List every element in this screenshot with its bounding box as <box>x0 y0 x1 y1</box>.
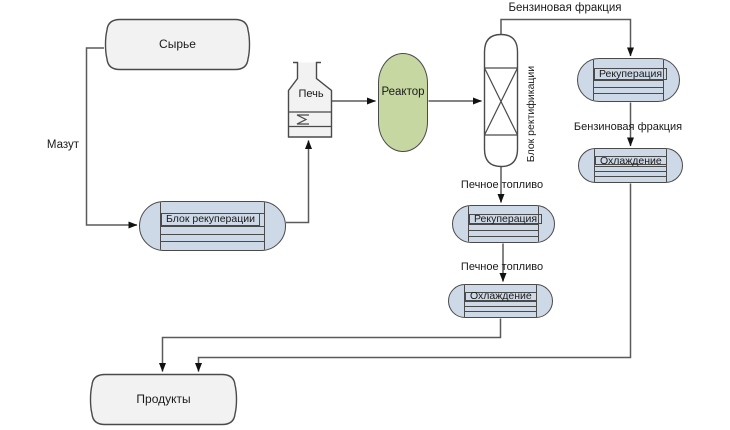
mazut-stream-label: Мазут <box>46 139 80 151</box>
connector-cooling-middle-to-products <box>159 318 502 372</box>
reactor-vessel: Реактор <box>378 53 428 152</box>
furnace-fuel-label-lower: Печное топливо <box>460 261 544 273</box>
recuperation-right-exchanger: Рекуперация <box>577 58 680 102</box>
recuperation-right-label: Рекуперация <box>594 68 668 80</box>
connector-column-top-to-recuperation-right <box>500 18 634 57</box>
column-packing-box <box>484 67 518 136</box>
rectification-column-label: Блок ректификации <box>525 65 537 163</box>
recuperation-middle-label: Рекуперация <box>469 213 543 224</box>
furnace-shape <box>287 61 333 138</box>
cooling-middle-label: Охлаждение <box>465 291 537 301</box>
cooling-right-label: Охлаждение <box>595 155 667 166</box>
connector-feed-to-recuperation-block <box>85 47 138 229</box>
cooling-right-exchanger: Охлаждение <box>578 148 683 183</box>
furnace-label: Печь <box>298 88 324 100</box>
gasoline-fraction-label-top: Бензиновая фракция <box>508 2 622 14</box>
gasoline-fraction-label-right: Бензиновая фракция <box>573 121 683 133</box>
feed-tank-shape <box>104 18 251 71</box>
recuperation-block-exchanger: Блок рекуперации <box>139 201 286 251</box>
recuperation-middle-exchanger: Рекуперация <box>452 205 555 243</box>
connector-recuperation-block-to-furnace <box>286 140 312 224</box>
products-tank-label: Продукты <box>136 392 191 406</box>
heating-coil-icon <box>296 114 309 125</box>
reactor-label: Реактор <box>381 86 425 98</box>
recuperation-block-label: Блок рекуперации <box>161 212 260 226</box>
column-packing-cross-icon <box>483 67 519 136</box>
feed-tank-label: Сырье <box>159 37 196 51</box>
connector-cooling-right-to-products <box>195 183 632 372</box>
products-tank-shape <box>89 373 238 426</box>
cooling-middle-exchanger: Охлаждение <box>448 284 553 318</box>
furnace-fuel-label-upper: Печное топливо <box>460 179 544 191</box>
